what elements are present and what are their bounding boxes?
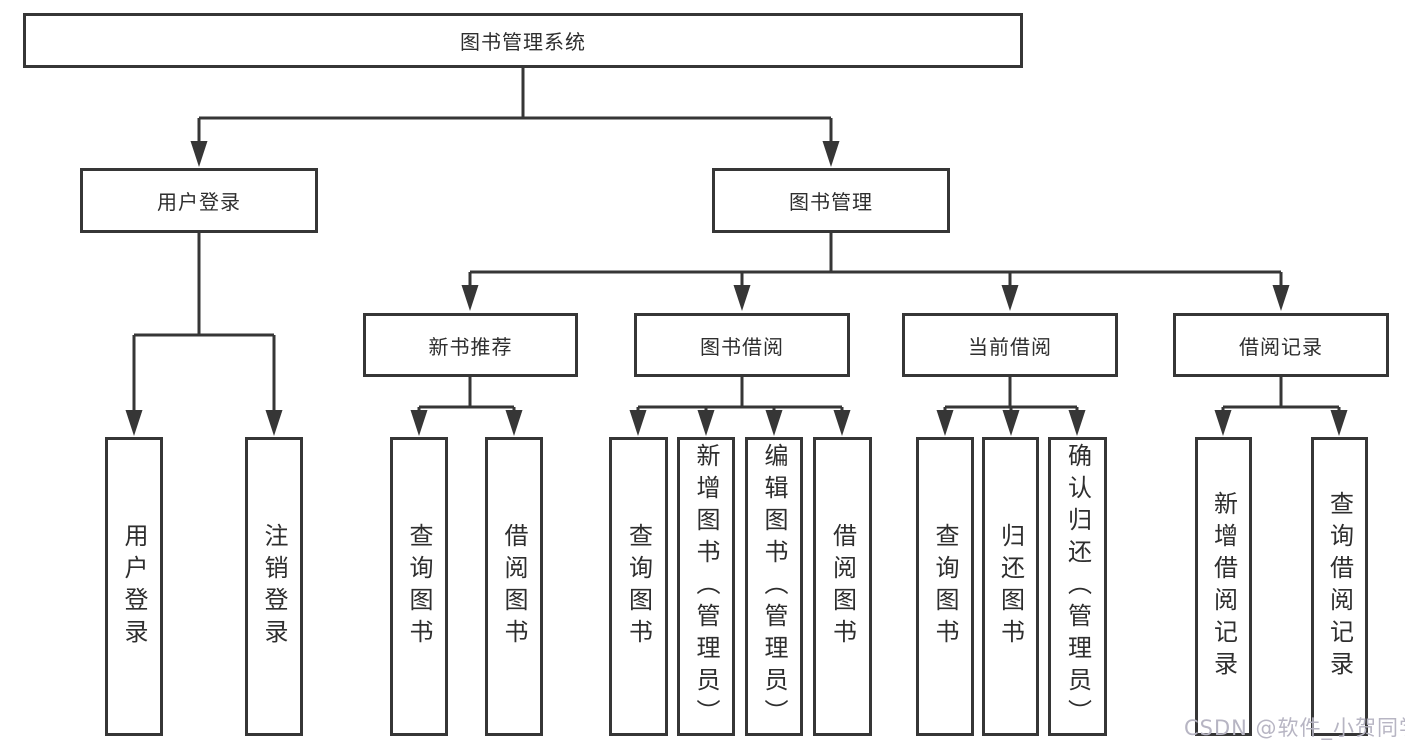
node-user-login: 用户登录: [80, 168, 318, 233]
edge-book-borrow-split: [636, 377, 844, 418]
leaf-records-add-record: 新增借阅记录: [1195, 437, 1252, 736]
leaf-recommend-borrow-books: 借阅图书: [485, 437, 543, 736]
leaf-borrow-query-books: 查询图书: [609, 437, 668, 736]
node-root-library-system: 图书管理系统: [23, 13, 1023, 68]
leaf-user-login: 用户登录: [105, 437, 163, 736]
leaf-records-query-record: 查询借阅记录: [1311, 437, 1368, 736]
node-book-borrow: 图书借阅: [634, 313, 850, 377]
node-current-borrow: 当前借阅: [902, 313, 1118, 377]
leaf-logout: 注销登录: [245, 437, 303, 736]
leaf-current-return-books: 归还图书: [982, 437, 1039, 736]
leaf-recommend-query-books: 查询图书: [390, 437, 448, 736]
edge-book-mgmt-split: [468, 233, 1283, 293]
edge-user-login-split: [132, 233, 276, 418]
leaf-borrow-add-books-admin: 新增图书（管理员）: [677, 437, 735, 736]
node-borrow-records: 借阅记录: [1173, 313, 1389, 377]
csdn-watermark: CSDN @软件_小贺同学: [1184, 716, 1405, 740]
edge-current-borrow-split: [943, 377, 1079, 418]
leaf-current-confirm-return-admin: 确认归还（管理员）: [1048, 437, 1107, 736]
leaf-borrow-edit-books-admin: 编辑图书（管理员）: [745, 437, 803, 736]
edge-borrow-records-split: [1221, 377, 1341, 418]
edge-root-split: [197, 68, 833, 148]
node-book-management: 图书管理: [712, 168, 950, 233]
node-new-book-recommend: 新书推荐: [363, 313, 578, 377]
leaf-borrow-borrow-books: 借阅图书: [813, 437, 872, 736]
leaf-current-query-books: 查询图书: [916, 437, 974, 736]
edge-new-book-split: [417, 377, 516, 418]
